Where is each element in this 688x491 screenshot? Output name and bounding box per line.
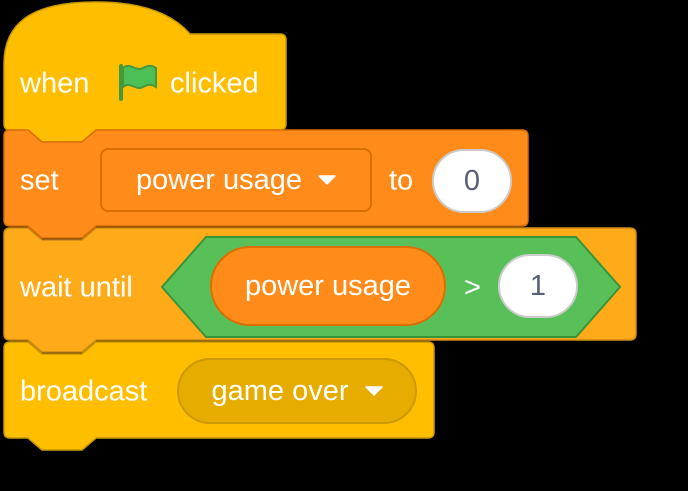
- green-flag-icon: [119, 64, 157, 101]
- set-value-input[interactable]: 0: [432, 149, 512, 213]
- broadcast-label: broadcast: [20, 375, 148, 408]
- message-dropdown[interactable]: game over: [177, 358, 417, 424]
- chevron-down-icon: [318, 175, 336, 185]
- power-usage-reporter[interactable]: power usage: [210, 246, 446, 326]
- compare-value-input[interactable]: 1: [498, 254, 578, 318]
- chevron-down-icon: [364, 386, 383, 396]
- greater-than-symbol: >: [464, 271, 481, 304]
- message-dropdown-label: game over: [211, 374, 349, 407]
- wait-until-label: wait until: [20, 271, 133, 304]
- to-label: to: [389, 164, 414, 197]
- variable-dropdown[interactable]: power usage: [100, 148, 372, 212]
- clicked-label: clicked: [170, 67, 259, 100]
- variable-dropdown-label: power usage: [135, 163, 303, 196]
- when-label: when: [20, 67, 90, 100]
- set-label: set: [20, 164, 59, 197]
